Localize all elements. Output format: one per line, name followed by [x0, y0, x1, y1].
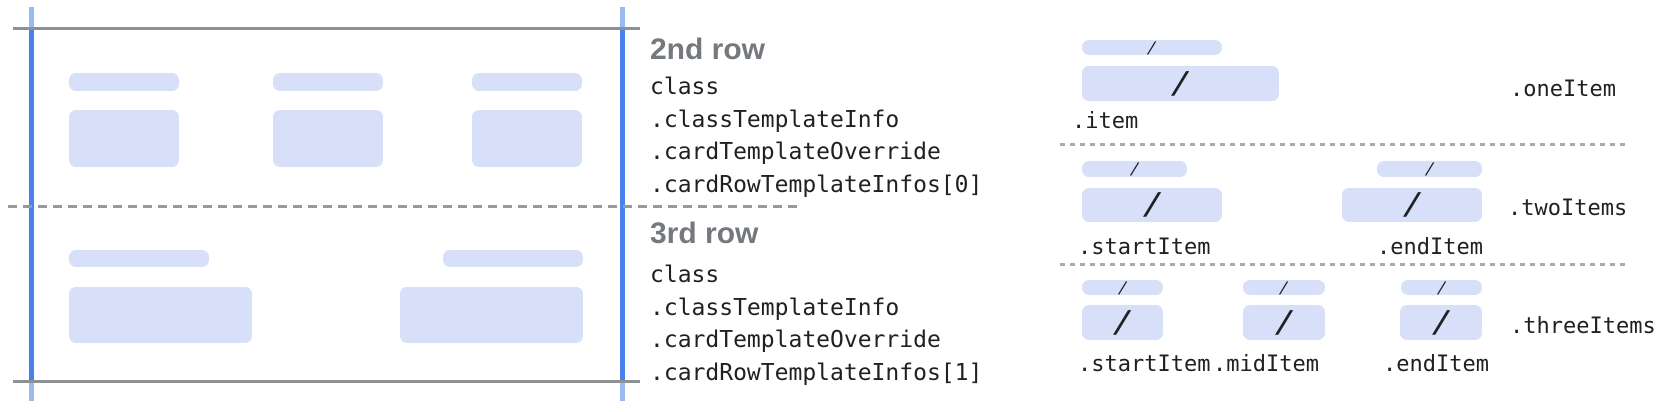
bottom-edge-guide-line — [13, 380, 640, 383]
item-field-label: .startItem — [1078, 235, 1211, 260]
row2-heading: 2nd row — [650, 33, 766, 66]
item-value-bar — [400, 287, 583, 343]
row3-heading: 3rd row — [650, 217, 759, 250]
item-label-bar: / — [1401, 277, 1482, 297]
slash-separator-icon: / — [1140, 187, 1164, 222]
item-field-label: .startItem — [1078, 352, 1211, 377]
item-value-bar: / — [1400, 305, 1482, 340]
item-label-bar: / — [1082, 159, 1187, 178]
top-edge-guide-line — [13, 27, 640, 30]
left-margin-guide-line — [29, 7, 34, 401]
item-value-bar — [472, 110, 582, 167]
item-value-bar — [69, 287, 252, 343]
item-field-label: .midItem — [1213, 352, 1319, 377]
item-label-bar: / — [1082, 37, 1222, 57]
code-line: .cardRowTemplateInfos[0] — [650, 171, 983, 198]
code-line: class — [650, 262, 720, 288]
slash-separator-icon: / — [1423, 159, 1436, 178]
row-separator-dashed-line — [8, 205, 800, 208]
slash-separator-icon: / — [1128, 159, 1141, 178]
code-line: .classTemplateInfo — [650, 106, 900, 133]
item-value-bar: / — [1243, 305, 1325, 340]
slash-separator-icon: / — [1272, 304, 1296, 340]
slash-separator-icon: / — [1429, 304, 1453, 340]
item-label-bar: / — [1243, 277, 1325, 297]
slash-separator-icon: / — [1116, 277, 1129, 297]
code-line: class — [650, 74, 720, 100]
slash-separator-icon: / — [1111, 304, 1135, 340]
item-field-label: .endItem — [1383, 352, 1489, 377]
legend-separator-dotted-line — [1060, 143, 1628, 146]
item-label-bar: / — [1377, 159, 1482, 178]
code-line: .cardTemplateOverride — [650, 139, 941, 165]
item-label-bar — [472, 73, 582, 91]
item-label-bar: / — [1082, 277, 1163, 297]
legend-section-name: .threeItems — [1510, 314, 1656, 339]
item-value-bar: / — [1082, 187, 1222, 222]
legend-section-name: .oneItem — [1510, 77, 1616, 102]
legend-section-name: .twoItems — [1508, 196, 1628, 221]
item-field-label: .endItem — [1377, 235, 1483, 260]
item-label-bar — [443, 250, 583, 267]
item-value-bar: / — [1082, 66, 1279, 101]
slash-separator-icon: / — [1435, 277, 1448, 297]
code-line: .cardTemplateOverride — [650, 327, 941, 353]
slash-separator-icon: / — [1400, 187, 1424, 222]
slash-separator-icon: / — [1277, 277, 1291, 297]
item-label-bar — [273, 73, 383, 91]
slash-separator-icon: / — [1169, 65, 1193, 101]
code-line: .cardRowTemplateInfos[1] — [650, 359, 983, 386]
item-label-bar — [69, 250, 209, 267]
item-value-bar: / — [1342, 187, 1482, 222]
slash-separator-icon: / — [1145, 37, 1159, 57]
code-line: .classTemplateInfo — [650, 294, 900, 321]
item-label-bar — [69, 73, 179, 91]
item-field-label: .item — [1072, 109, 1139, 134]
right-margin-guide-line — [620, 7, 625, 401]
item-value-bar: / — [1082, 305, 1163, 340]
item-value-bar — [69, 110, 179, 167]
legend-separator-dotted-line — [1060, 263, 1628, 266]
item-value-bar — [273, 110, 383, 167]
